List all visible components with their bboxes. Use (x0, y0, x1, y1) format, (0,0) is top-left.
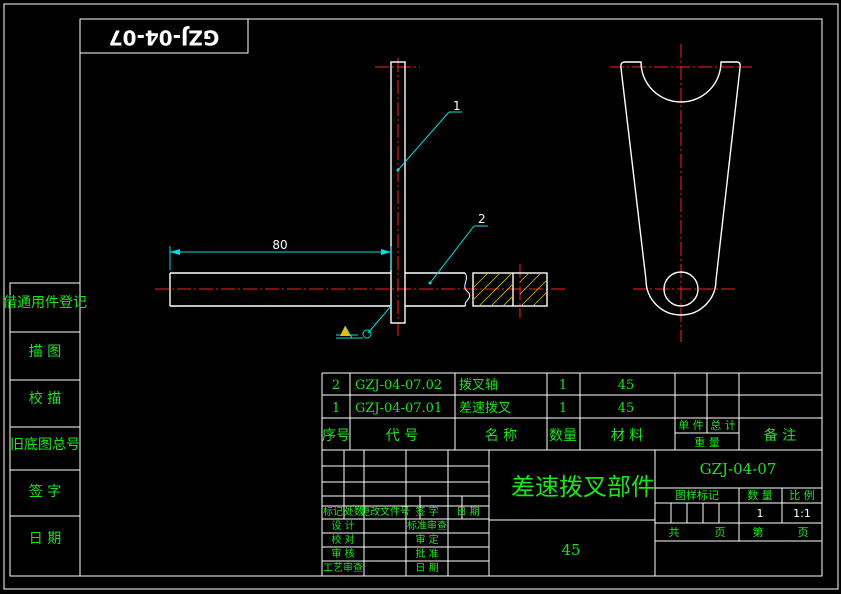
svg-text:数量: 数量 (549, 428, 577, 444)
svg-text:审 定: 审 定 (415, 533, 438, 546)
svg-text:校 对: 校 对 (331, 533, 354, 546)
total-sheets-label: 共 (669, 526, 680, 539)
code-box (79, 18, 249, 54)
svg-text:单 件: 单 件 (678, 419, 704, 432)
bom-header: 序号 代 号 名 称 数量 材 料 单 件 总 计 重 量 备 注 (322, 418, 796, 449)
svg-text:序号: 序号 (322, 428, 350, 444)
side-label-3: 旧底图总号 (10, 437, 80, 453)
svg-text:重 量: 重 量 (694, 435, 720, 449)
svg-text:GZJ-04-07.02: GZJ-04-07.02 (355, 378, 442, 393)
svg-text:工艺审查: 工艺审查 (323, 561, 363, 574)
svg-text:批 准: 批 准 (415, 547, 438, 560)
material-value: 45 (561, 541, 580, 559)
svg-text:设 计: 设 计 (331, 519, 354, 532)
sign-left-labels: 设 计 校 对 审 核 工艺审查 (323, 519, 363, 574)
svg-text:45: 45 (618, 401, 635, 416)
svg-text:审 核: 审 核 (331, 547, 354, 560)
scale-label: 比 例 (789, 488, 815, 502)
sign-right-labels: 标准审查 审 定 批 准 日 期 (407, 519, 447, 574)
svg-text:签 字: 签 字 (415, 505, 438, 518)
svg-text:差速拨叉: 差速拨叉 (459, 401, 511, 416)
svg-text:拨叉轴: 拨叉轴 (459, 378, 498, 393)
svg-text:1: 1 (332, 401, 340, 416)
side-label-5: 日 期 (29, 531, 61, 547)
qty-value: 1 (757, 507, 764, 520)
dimension-80: 80 (272, 238, 287, 252)
fork-plate (390, 61, 406, 324)
scale-value: 1:1 (793, 507, 811, 520)
code-box-text: GZJ-04-07 (109, 26, 220, 50)
sheet-unit-label: 页 (715, 526, 726, 539)
side-strip (9, 282, 81, 577)
sheet-unit-label-2: 页 (798, 526, 809, 539)
title-block-lines (322, 450, 822, 576)
bom-row-2: 2 GZJ-04-07.02 拨叉轴 1 45 (332, 378, 634, 393)
bom-row-1: 1 GZJ-04-07.01 差速拨叉 1 45 (332, 401, 634, 416)
side-label-0: 借通用件登记 (3, 295, 87, 311)
shaft-view (155, 58, 565, 339)
leader-label-1: 1 (453, 99, 461, 113)
svg-text:日 期: 日 期 (415, 562, 438, 574)
svg-text:处数: 处数 (344, 505, 364, 518)
svg-text:1: 1 (559, 401, 567, 416)
svg-text:名 称: 名 称 (485, 428, 517, 444)
side-label-2: 校 描 (29, 390, 61, 407)
section-hatch-box (472, 272, 548, 307)
svg-text:45: 45 (618, 378, 635, 393)
leader-label-2: 2 (478, 212, 486, 226)
svg-text:2: 2 (332, 378, 340, 393)
svg-text:日 期: 日 期 (456, 506, 479, 518)
svg-text:代 号: 代 号 (386, 428, 418, 444)
fork-outline (620, 61, 741, 316)
svg-text:备 注: 备 注 (764, 427, 796, 444)
svg-text:1: 1 (559, 378, 567, 393)
svg-text:标准审查: 标准审查 (407, 519, 447, 532)
stage-label: 图样标记 (675, 488, 719, 502)
part-name: 差速拨叉部件 (511, 473, 655, 501)
side-label-4: 签 字 (29, 483, 61, 500)
bom-table-lines (321, 372, 822, 576)
sheet-no-label: 第 (753, 525, 764, 539)
revision-labels: 标记 处数 更改文件号 签 字 日 期 (323, 505, 480, 518)
drawing-number: GZJ-04-07 (700, 460, 777, 478)
qty-label: 数 量 (747, 489, 773, 502)
fork-hole (663, 271, 699, 307)
svg-text:材 料: 材 料 (611, 428, 643, 444)
svg-text:总 计: 总 计 (710, 418, 736, 432)
outer-frame (3, 3, 839, 590)
side-label-1: 描 图 (29, 344, 61, 360)
svg-text:更改文件号: 更改文件号 (360, 505, 410, 518)
fork-view (610, 44, 752, 342)
svg-text:标记: 标记 (323, 506, 343, 518)
svg-text:GZJ-04-07.01: GZJ-04-07.01 (355, 401, 442, 416)
